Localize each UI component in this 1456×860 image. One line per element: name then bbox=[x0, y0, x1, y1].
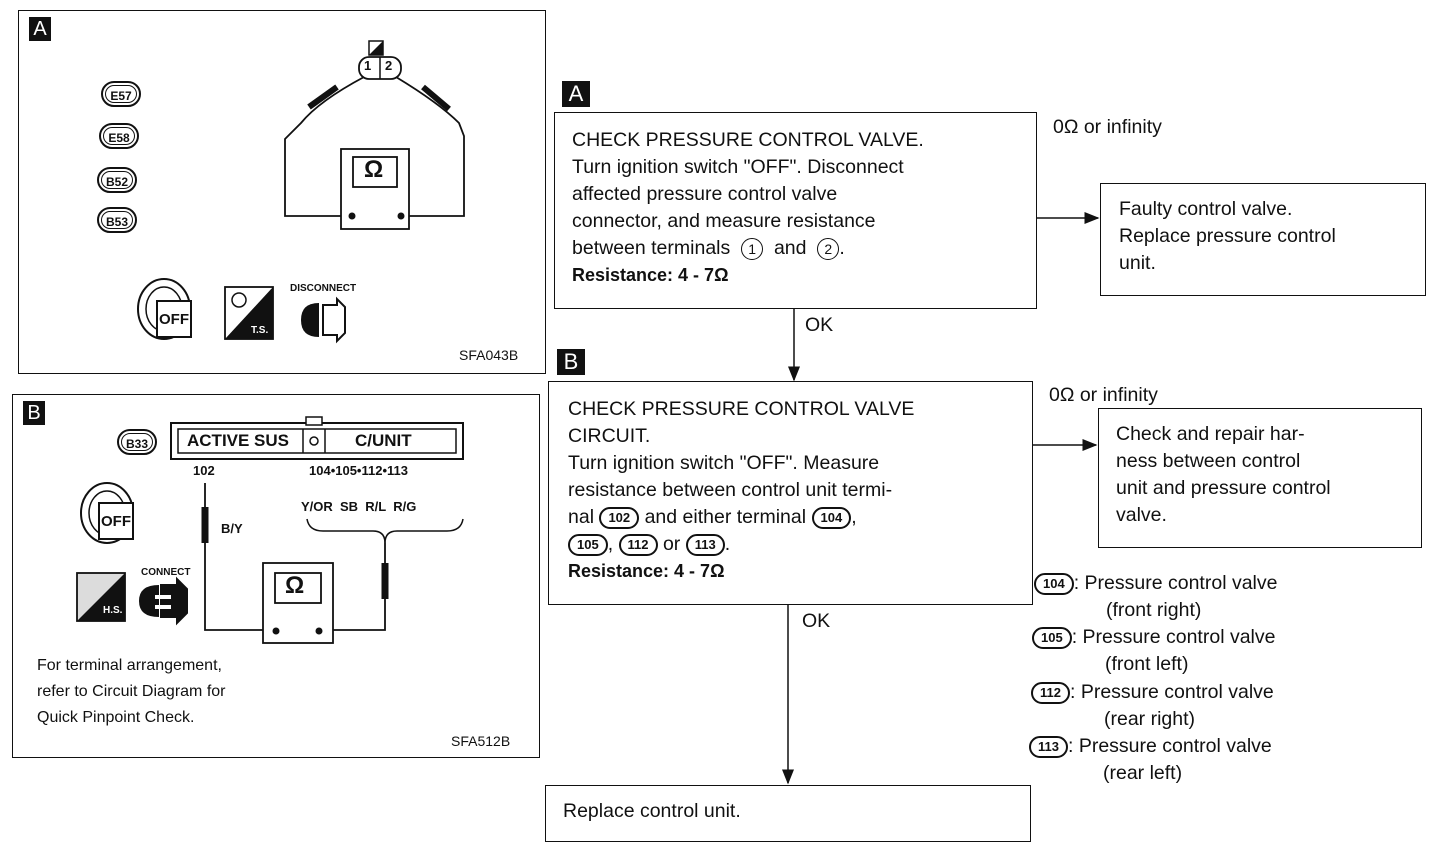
pin-1-label: 1 bbox=[364, 58, 372, 73]
legend-pin-104: 104 bbox=[1034, 572, 1074, 595]
terminals-104-113-label: 104•105•112•113 bbox=[309, 463, 408, 478]
connector-e58: E58 bbox=[99, 123, 139, 149]
legend-pin-105: 105 bbox=[1032, 626, 1072, 649]
step-a-line-4: connector, and measure resistance bbox=[572, 210, 876, 232]
note-line-3: Quick Pinpoint Check. bbox=[37, 709, 195, 726]
c-unit-label: C/UNIT bbox=[355, 431, 412, 450]
connector-b52: B52 bbox=[97, 167, 137, 193]
panel-a-badge: A bbox=[29, 17, 51, 41]
step-b-line-5: nal 102 and either terminal 104, bbox=[568, 506, 857, 529]
panel-b-badge: B bbox=[23, 401, 45, 425]
step-a-line-5: between terminals 1 and 2. bbox=[572, 237, 845, 260]
result-b-line-4: valve. bbox=[1116, 504, 1167, 526]
legend-item: 112: Pressure control valve bbox=[1031, 679, 1274, 706]
step-b-line-4: resistance between control unit termi- bbox=[568, 479, 893, 501]
step-a-badge: A bbox=[562, 81, 590, 107]
result-a-line-3: unit. bbox=[1119, 252, 1156, 274]
disconnect-label: DISCONNECT bbox=[290, 283, 357, 294]
panel-b-illustration: B B33 ACTIVE SUS C/UNIT bbox=[12, 394, 540, 758]
legend-item: 105: Pressure control valve bbox=[1032, 624, 1275, 651]
result-b-line-3: unit and pressure control bbox=[1116, 477, 1331, 499]
step-a-line-3: affected pressure control valve bbox=[572, 183, 838, 205]
step-a-line-5-mid: and bbox=[773, 237, 807, 259]
legend-line-1: Pressure control valve bbox=[1080, 681, 1274, 703]
legend-sub: (rear left) bbox=[1103, 762, 1183, 784]
terminal-2-icon: 2 bbox=[817, 237, 840, 260]
key-off-label: OFF bbox=[159, 311, 189, 328]
legend-line-1: Pressure control valve bbox=[1084, 572, 1278, 594]
step-b-line-3: Turn ignition switch "OFF". Measure bbox=[568, 452, 880, 474]
pin-2-label: 2 bbox=[385, 58, 393, 73]
note-line-2: refer to Circuit Diagram for bbox=[37, 683, 226, 700]
active-sus-label: ACTIVE SUS bbox=[187, 431, 290, 450]
ohm-symbol: Ω bbox=[364, 156, 384, 183]
step-a-box: CHECK PRESSURE CONTROL VALVE. Turn ignit… bbox=[554, 112, 1037, 309]
step-b-line-5-mid: and either terminal bbox=[644, 506, 807, 528]
step-b-ng-label: 0Ω or infinity bbox=[1049, 384, 1158, 406]
result-a-line-1: Faulty control valve. bbox=[1119, 198, 1293, 220]
terminal-112-icon: 112 bbox=[618, 533, 658, 556]
panel-a-illustration: A E57 E58 B52 B53 1 2 Ω OFF T.S. DISCONN… bbox=[18, 10, 546, 374]
connect-label: CONNECT bbox=[141, 567, 191, 578]
legend-item: 104: Pressure control valve bbox=[1034, 570, 1277, 597]
step-b-resistance: Resistance: 4 - 7Ω bbox=[568, 561, 725, 581]
result-b-box: Check and repair har- ness between contr… bbox=[1098, 408, 1422, 548]
result-a-box: Faulty control valve. Replace pressure c… bbox=[1100, 183, 1426, 296]
terminal-1-icon: 1 bbox=[741, 237, 764, 260]
legend-sub: (rear right) bbox=[1104, 708, 1196, 730]
step-b-ok-label: OK bbox=[802, 610, 831, 632]
figure-code-b: SFA512B bbox=[451, 733, 511, 749]
step-b-line-1: CHECK PRESSURE CONTROL VALVE bbox=[568, 398, 915, 420]
final-box: Replace control unit. bbox=[545, 785, 1031, 842]
terminal-105-icon: 105 bbox=[568, 533, 608, 556]
step-b-line-2: CIRCUIT. bbox=[568, 425, 651, 447]
step-a-line-2: Turn ignition switch "OFF". Disconnect bbox=[572, 156, 904, 178]
legend-line-1: Pressure control valve bbox=[1082, 626, 1276, 648]
terminal-104-icon: 104 bbox=[811, 506, 852, 529]
wire-colors-label: Y/OR SB R/L R/G bbox=[301, 499, 417, 514]
legend-line-1: Pressure control valve bbox=[1078, 735, 1272, 757]
terminal-102-icon: 102 bbox=[599, 506, 640, 529]
wire-by-label: B/Y bbox=[221, 521, 243, 536]
step-b-line-6: 105, 112 or 113. bbox=[568, 531, 730, 558]
step-b-badge: B bbox=[557, 349, 585, 375]
connector-e57: E57 bbox=[101, 81, 141, 107]
ts-label: T.S. bbox=[251, 325, 269, 336]
panel-b-wiring bbox=[76, 416, 464, 644]
step-a-ok-label: OK bbox=[805, 314, 834, 336]
hs-label: H.S. bbox=[103, 605, 123, 616]
step-b-line-5-pre: nal bbox=[568, 506, 595, 528]
note-line-1: For terminal arrangement, bbox=[37, 657, 222, 674]
legend-sub: (front right) bbox=[1106, 599, 1202, 621]
terminal-113-icon: 113 bbox=[685, 533, 725, 556]
key-off-label-b: OFF bbox=[101, 513, 131, 530]
step-a-line-5-pre: between terminals bbox=[572, 237, 731, 259]
legend-pin-112: 112 bbox=[1031, 681, 1070, 704]
ohm-symbol-b: Ω bbox=[285, 572, 305, 599]
result-b-line-2: ness between control bbox=[1116, 450, 1301, 472]
step-a-line-1: CHECK PRESSURE CONTROL VALVE. bbox=[572, 129, 924, 151]
connector-b33: B33 bbox=[117, 429, 157, 455]
final-text: Replace control unit. bbox=[563, 800, 741, 822]
legend-item: 113: Pressure control valve bbox=[1029, 733, 1272, 760]
figure-code-a: SFA043B bbox=[459, 347, 519, 363]
terminal-102-label: 102 bbox=[193, 463, 215, 478]
legend-sub: (front left) bbox=[1105, 653, 1189, 675]
panel-a-wiring bbox=[137, 40, 465, 344]
step-a-ng-label: 0Ω or infinity bbox=[1053, 116, 1162, 138]
step-b-box: CHECK PRESSURE CONTROL VALVE CIRCUIT. Tu… bbox=[548, 381, 1033, 605]
connector-b53: B53 bbox=[97, 207, 137, 233]
result-a-line-2: Replace pressure control bbox=[1119, 225, 1336, 247]
result-b-line-1: Check and repair har- bbox=[1116, 423, 1305, 445]
legend-pin-113: 113 bbox=[1029, 735, 1068, 758]
step-b-line-6-or: or bbox=[662, 533, 681, 555]
step-a-resistance: Resistance: 4 - 7Ω bbox=[572, 265, 729, 285]
